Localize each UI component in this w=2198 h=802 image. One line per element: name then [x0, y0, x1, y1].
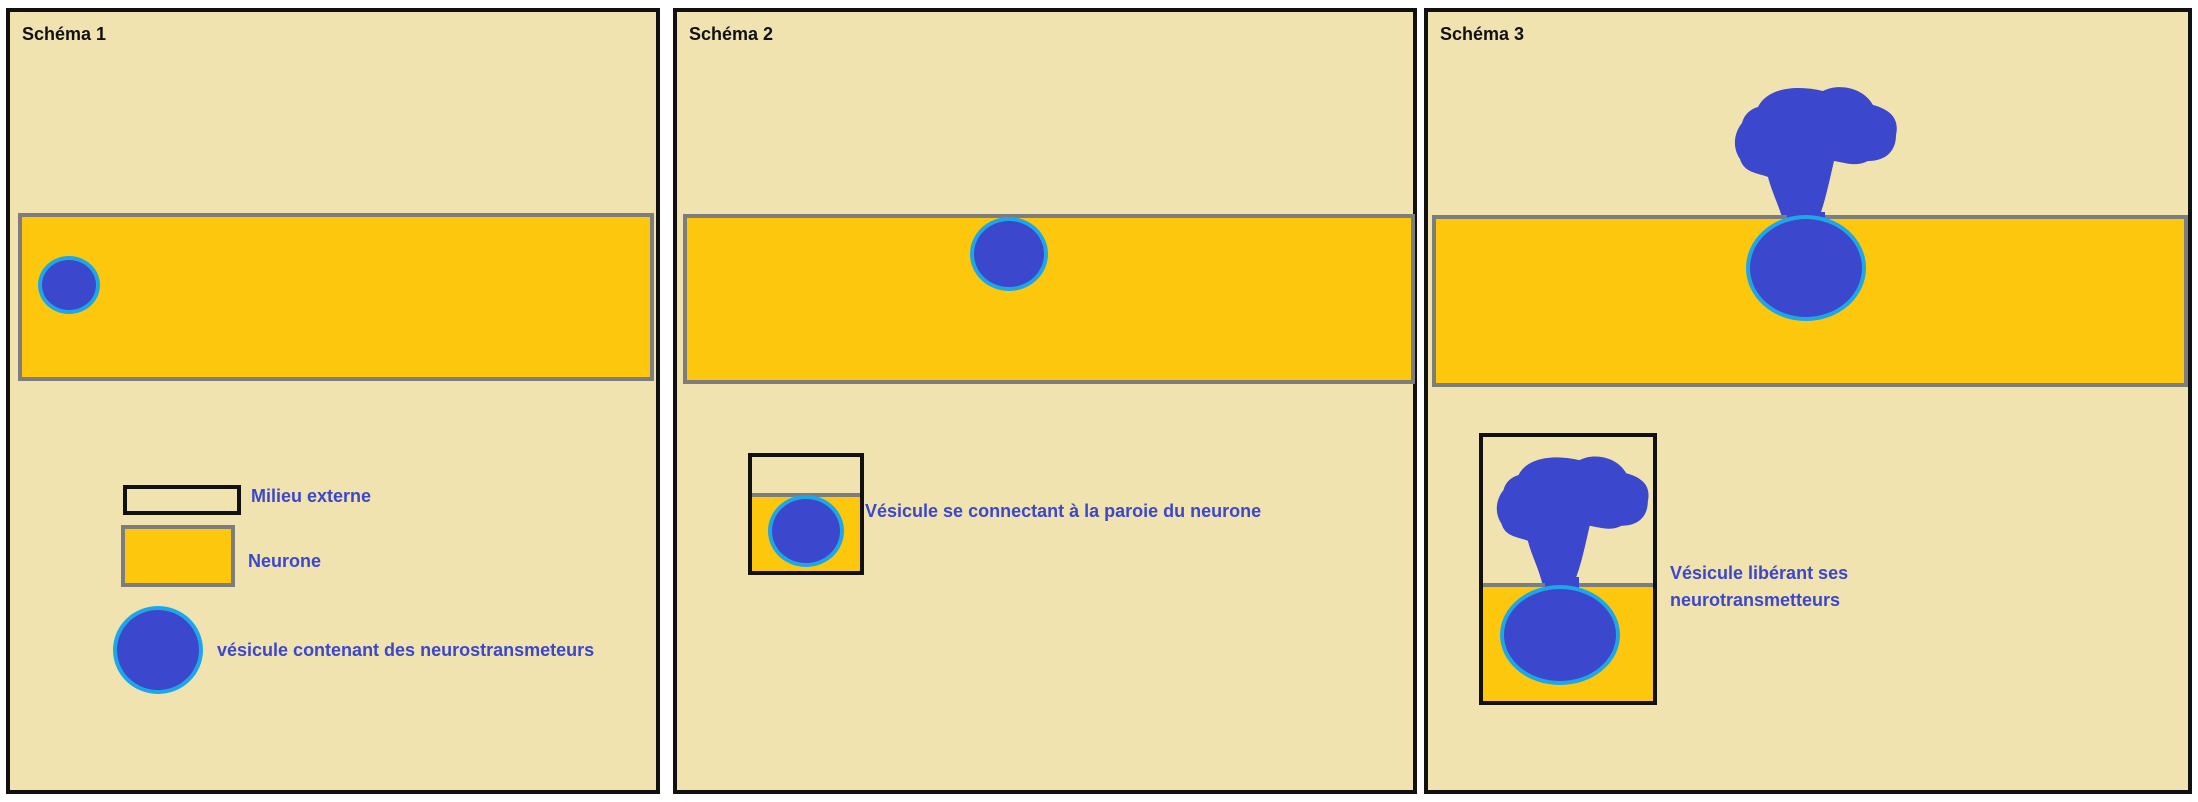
inset-box: [1479, 433, 1657, 705]
schema-3-caption-line1: Vésicule libérant ses: [1670, 563, 1849, 583]
inset-neurotransmitter-cloud: [1496, 456, 1649, 586]
schema-3-caption-line2: neurotransmetteurs: [1670, 590, 1841, 610]
schema-2-panel: Schéma 2 Vésicule se connectant à la par…: [673, 8, 1417, 794]
vesicle: [1746, 215, 1866, 321]
legend-vesicle-label: vésicule contenant des neurostransmeteur…: [217, 640, 595, 660]
schema-3-title: Schéma 3: [1440, 24, 1525, 44]
legend-external-label: Milieu externe: [251, 486, 372, 506]
neuron-band: [683, 214, 1415, 384]
vesicle: [38, 256, 100, 314]
neurotransmitter-cloud: [1734, 87, 1897, 225]
schema-2-caption: Vésicule se connectant à la paroie du ne…: [865, 501, 1262, 521]
legend-neuron-swatch: [121, 525, 235, 587]
inset-vesicle: [768, 495, 844, 567]
legend-vesicle-swatch: [113, 606, 203, 694]
neuron-band: [18, 213, 654, 381]
schema-2-title: Schéma 2: [689, 24, 774, 44]
schema-1-title: Schéma 1: [22, 24, 107, 44]
legend-neuron-label: Neurone: [248, 551, 322, 571]
vesicle: [970, 217, 1048, 291]
legend-external-swatch: [123, 485, 241, 515]
inset-box: [748, 453, 864, 575]
schema-3-panel: Schéma 3 Vésicule libérant ses neurotran…: [1424, 8, 2192, 794]
inset-vesicle: [1500, 585, 1620, 685]
schema-1-panel: Schéma 1 Milieu externe Neurone vésicule…: [6, 8, 660, 794]
